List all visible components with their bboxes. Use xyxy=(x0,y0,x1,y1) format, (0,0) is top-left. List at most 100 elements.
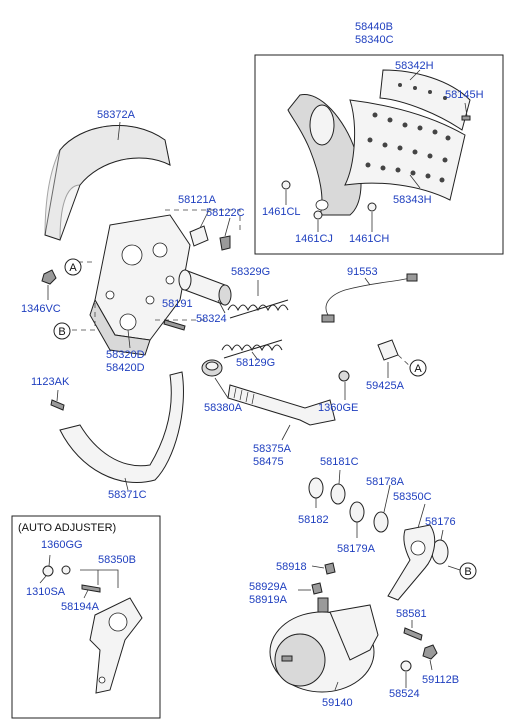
ref-B-right-letter: B xyxy=(464,566,471,578)
label-91553: 91553 xyxy=(347,266,378,278)
label-58929A: 58929A xyxy=(249,581,288,593)
brake-lining-lower-icon xyxy=(344,99,466,201)
sensor-cable-group xyxy=(321,273,418,323)
auto-adjuster-group xyxy=(11,515,161,719)
dust-shield-lower-group xyxy=(59,371,184,491)
label-58380A: 58380A xyxy=(204,402,243,414)
label-58375A: 58375A xyxy=(253,443,292,455)
bolt-58194A-icon xyxy=(81,584,101,593)
label-1461CL: 1461CL xyxy=(262,206,301,218)
bolt-1123AK-group xyxy=(50,389,65,411)
label-58121A: 58121A xyxy=(178,194,217,206)
slack-adjuster-group xyxy=(387,503,436,601)
auto-adjuster-box xyxy=(11,515,161,719)
label-1310SA: 1310SA xyxy=(26,586,66,598)
bolt-1123AK-icon xyxy=(50,399,65,411)
camshaft-group xyxy=(227,384,336,441)
nut-1346VC-icon xyxy=(41,269,57,285)
clip-58122C-icon xyxy=(219,235,231,251)
label-1461CH: 1461CH xyxy=(349,233,389,245)
label-58343H: 58343H xyxy=(393,194,432,206)
bracket-59425A-group xyxy=(338,339,413,400)
lining-rivet-holes xyxy=(365,83,451,183)
label-58178A: 58178A xyxy=(366,476,405,488)
anchor-pin-boss-icon xyxy=(309,104,335,146)
dust-shield-upper-group xyxy=(44,121,171,241)
washer-58179A-icon xyxy=(349,501,365,523)
washer-1461CJ-icon xyxy=(313,210,323,220)
brake-shoe-group xyxy=(254,54,504,255)
ref-A-top-marker xyxy=(64,258,82,276)
chamber-mounting-group xyxy=(400,620,438,688)
label-58176: 58176 xyxy=(425,516,456,528)
label-58182: 58182 xyxy=(298,514,329,526)
chamber-pushrod-icon xyxy=(281,655,293,662)
brake-lining-upper-icon xyxy=(379,69,471,131)
shoe-roller-hole-icon xyxy=(315,199,329,211)
auto-adjuster-title: (AUTO ADJUSTER) xyxy=(18,522,116,534)
label-58372A: 58372A xyxy=(97,109,136,121)
ref-markers: A B A B xyxy=(53,258,477,580)
label-59425A: 59425A xyxy=(366,380,405,392)
label-58350B: 58350B xyxy=(98,554,136,566)
bracket-59425A-icon xyxy=(377,339,399,361)
label-58191: 58191 xyxy=(162,298,193,310)
label-58371C: 58371C xyxy=(108,489,147,501)
sensor-cable-icon xyxy=(325,277,411,319)
ref-A-top-letter: A xyxy=(69,262,77,274)
label-58350C: 58350C xyxy=(393,491,432,503)
washer-58181C-icon xyxy=(330,483,346,505)
roller-58380A-group xyxy=(201,359,229,399)
washer-1360GE-icon xyxy=(338,370,350,382)
label-59140: 59140 xyxy=(322,697,353,709)
seal-58182-icon xyxy=(308,477,324,499)
fitting-58918-icon xyxy=(324,562,336,575)
label-58524: 58524 xyxy=(389,688,420,700)
label-1346VC: 1346VC xyxy=(21,303,61,315)
dust-shield-lower-icon xyxy=(59,371,184,484)
spider-bracket-group xyxy=(41,207,241,356)
washer-58178A-icon xyxy=(373,511,389,533)
dust-shield-upper-icon xyxy=(44,125,171,241)
label-58181C: 58181C xyxy=(320,456,359,468)
ref-B-left-marker xyxy=(53,322,71,340)
slack-adjuster-icon xyxy=(387,524,436,601)
label-1461CJ: 1461CJ xyxy=(295,233,333,245)
washer-1360GG-icon xyxy=(42,565,54,577)
part-labels: 58440B 58340C 58342H 58145H 58343H 1461C… xyxy=(18,21,484,709)
label-58179A: 58179A xyxy=(337,543,376,555)
brake-shoe-box xyxy=(254,54,504,255)
label-58440B: 58440B xyxy=(355,21,393,33)
label-58918: 58918 xyxy=(276,561,307,573)
label-58320D: 58320D xyxy=(106,349,145,361)
label-1123AK: 1123AK xyxy=(31,376,70,388)
label-1360GE: 1360GE xyxy=(318,402,358,414)
label-1360GG: 1360GG xyxy=(41,539,83,551)
label-58329G: 58329G xyxy=(231,266,270,278)
label-58122C: 58122C xyxy=(206,207,245,219)
ref-A-right-marker xyxy=(409,359,427,377)
brake-shoe-icon xyxy=(287,94,362,216)
label-58145H: 58145H xyxy=(445,89,484,101)
washer-1461CH-icon xyxy=(367,202,377,212)
fitting-58929A-icon xyxy=(311,582,323,595)
label-58475: 58475 xyxy=(253,456,284,468)
ref-B-left-letter: B xyxy=(58,326,65,338)
spring-58329G-icon xyxy=(227,304,289,312)
label-58342H: 58342H xyxy=(395,60,434,72)
cam-shaft-bushing-group xyxy=(163,269,232,331)
bolt-58581-icon xyxy=(403,627,423,641)
label-59112B: 59112B xyxy=(422,674,459,686)
washer-1461CL-icon xyxy=(281,180,291,190)
springs-group xyxy=(221,280,289,361)
nut-59112B-icon xyxy=(422,644,438,660)
label-58340C: 58340C xyxy=(355,34,394,46)
label-58919A: 58919A xyxy=(249,594,288,606)
washer-58524-icon xyxy=(400,660,412,672)
label-58194A: 58194A xyxy=(61,601,100,613)
bracket-58121A-icon xyxy=(189,225,209,247)
rivet-icon xyxy=(461,115,471,121)
label-58324: 58324 xyxy=(196,313,227,325)
ref-B-right-marker xyxy=(459,562,477,580)
